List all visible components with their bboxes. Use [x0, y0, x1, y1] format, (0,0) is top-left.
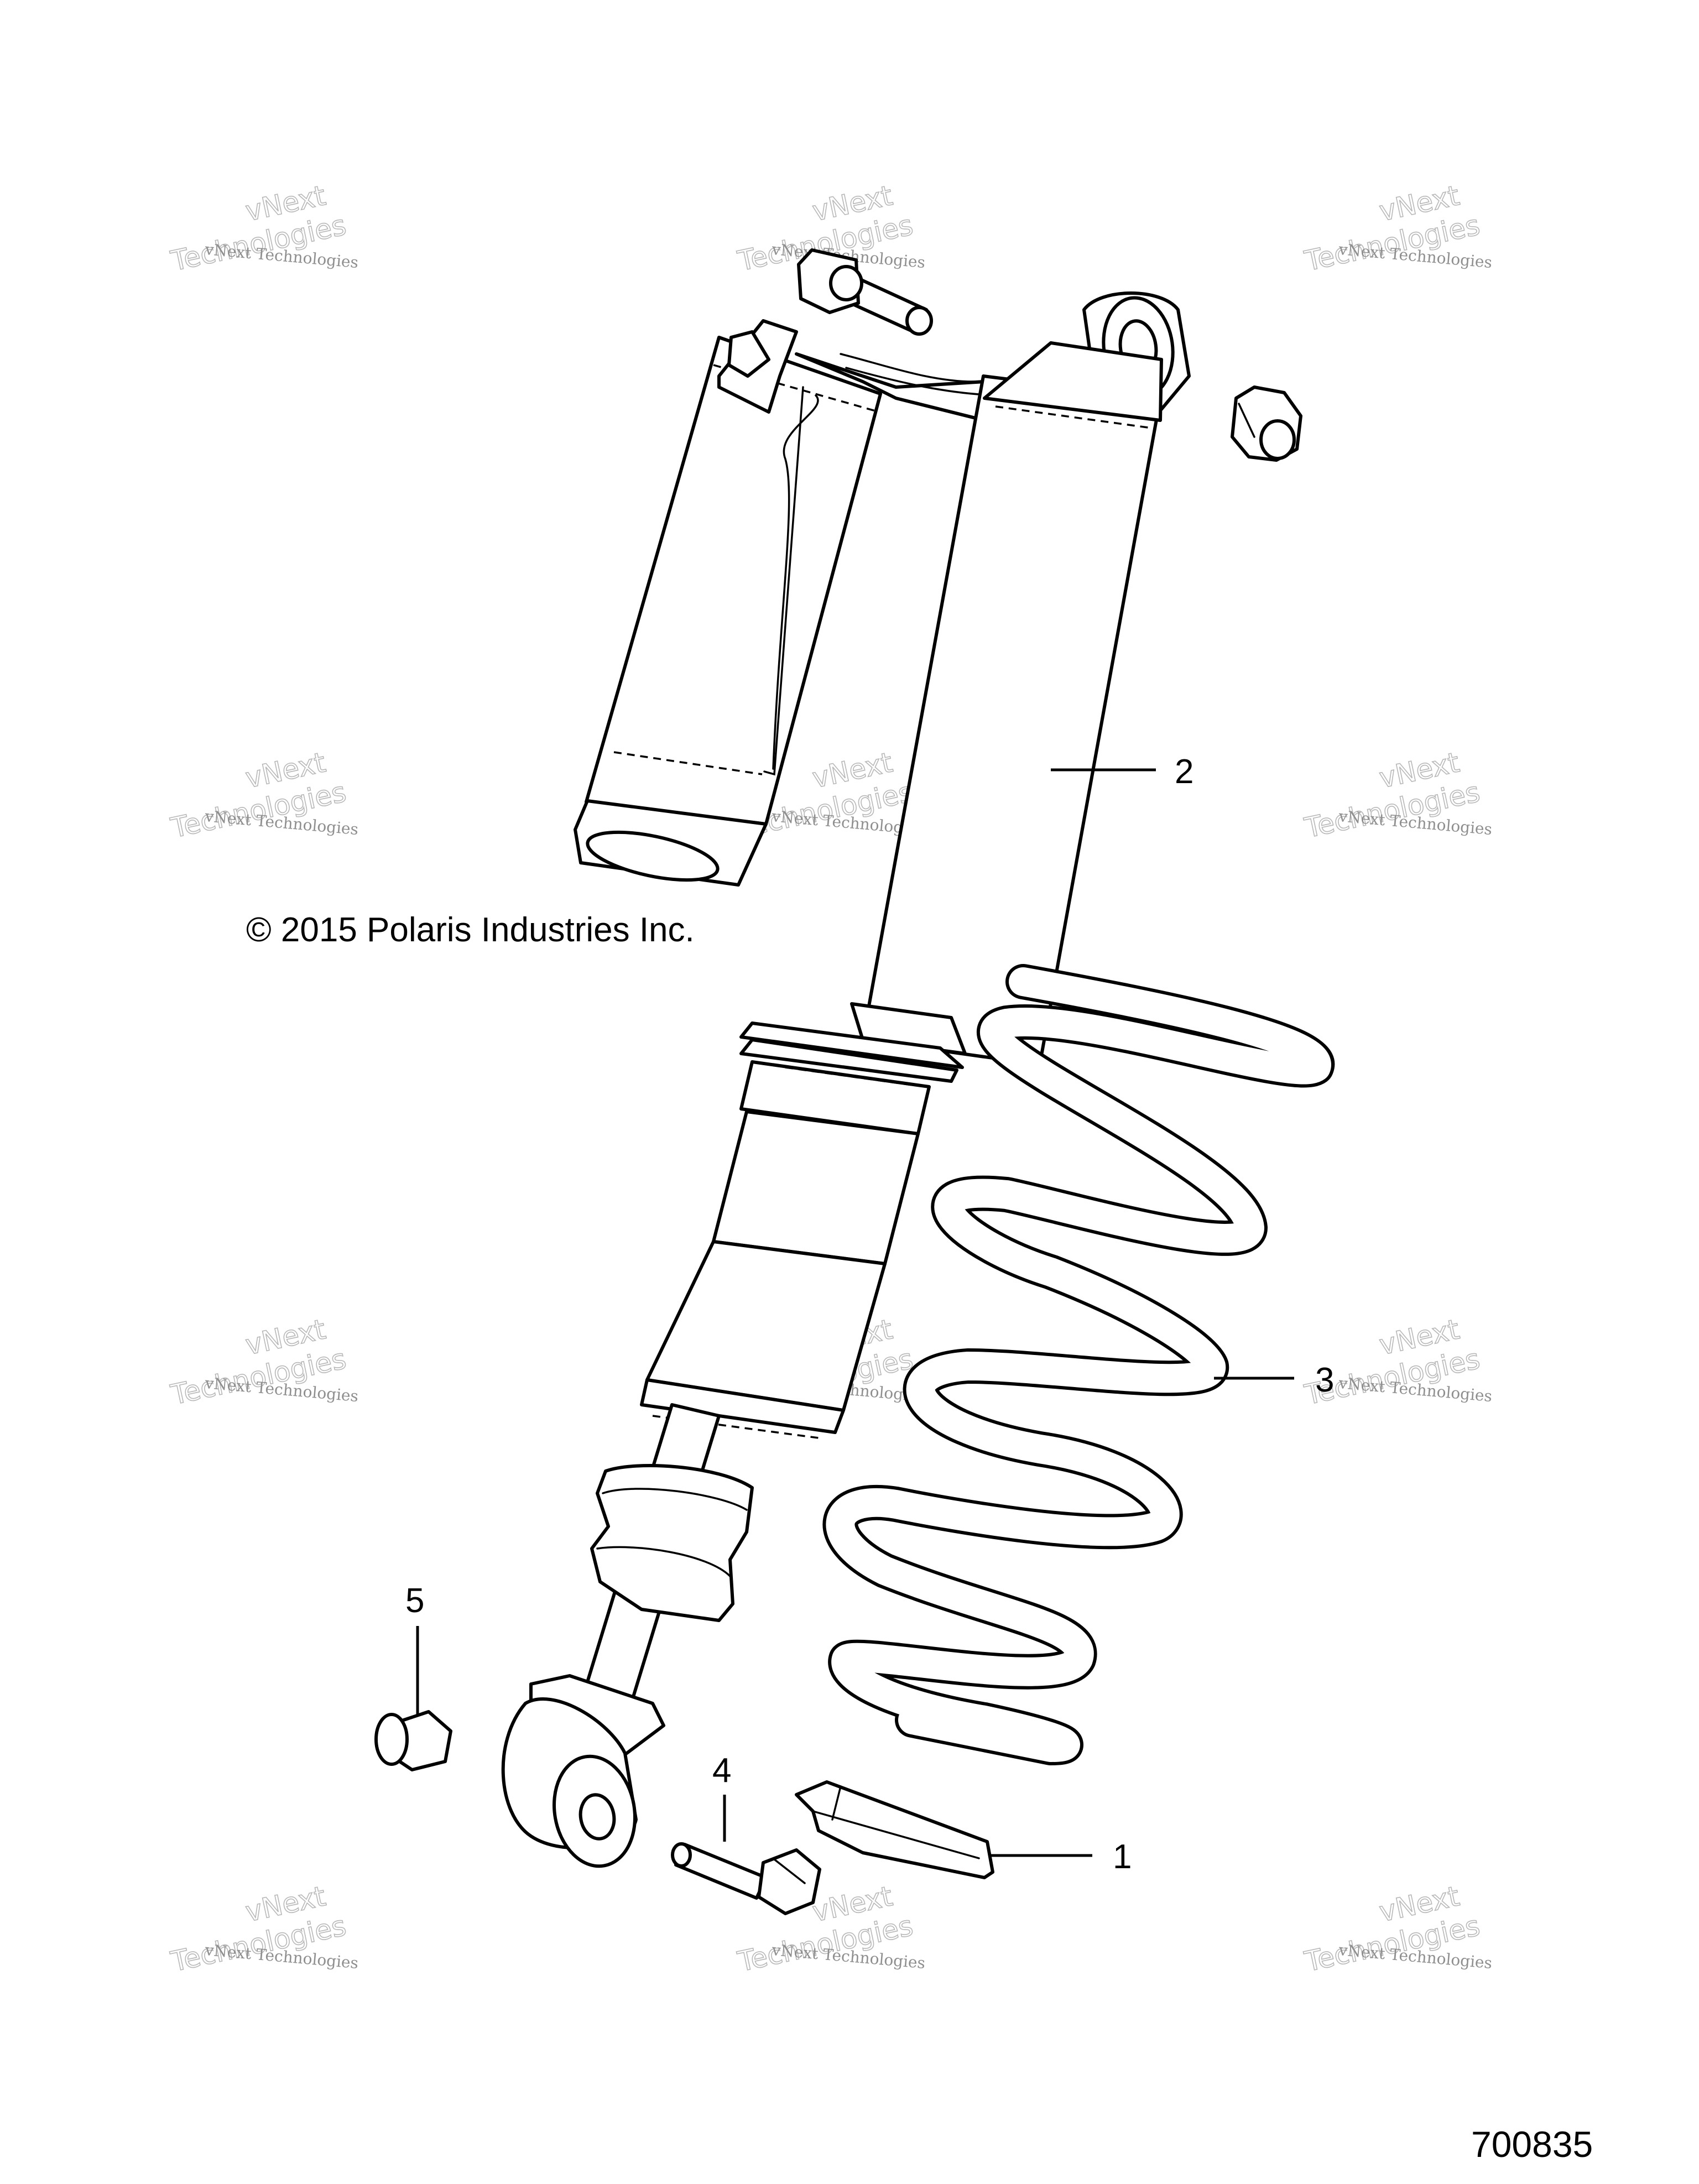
callout-3: 3: [1315, 1361, 1334, 1399]
copyright-notice: © 2015 Polaris Industries Inc.: [246, 911, 695, 949]
callout-4: 4: [712, 1752, 731, 1790]
top-flange-nut: [1231, 385, 1302, 462]
shaft-assembly: [501, 1403, 754, 1868]
spring-retainer-clip: [795, 1780, 994, 1879]
callout-5: 5: [405, 1582, 424, 1620]
callout-2: 2: [1175, 753, 1194, 791]
leader-lines: [416, 768, 1294, 1857]
small-nut: [374, 1710, 452, 1771]
lower-mount-bolt: [671, 1842, 821, 1915]
shock-body: [640, 291, 1191, 1439]
document-number: 700835: [1471, 2124, 1593, 2165]
reservoir: [574, 319, 882, 887]
callout-1: 1: [1113, 1838, 1132, 1876]
coil-spring: [822, 964, 1335, 1765]
top-mount-bolt: [797, 248, 933, 336]
